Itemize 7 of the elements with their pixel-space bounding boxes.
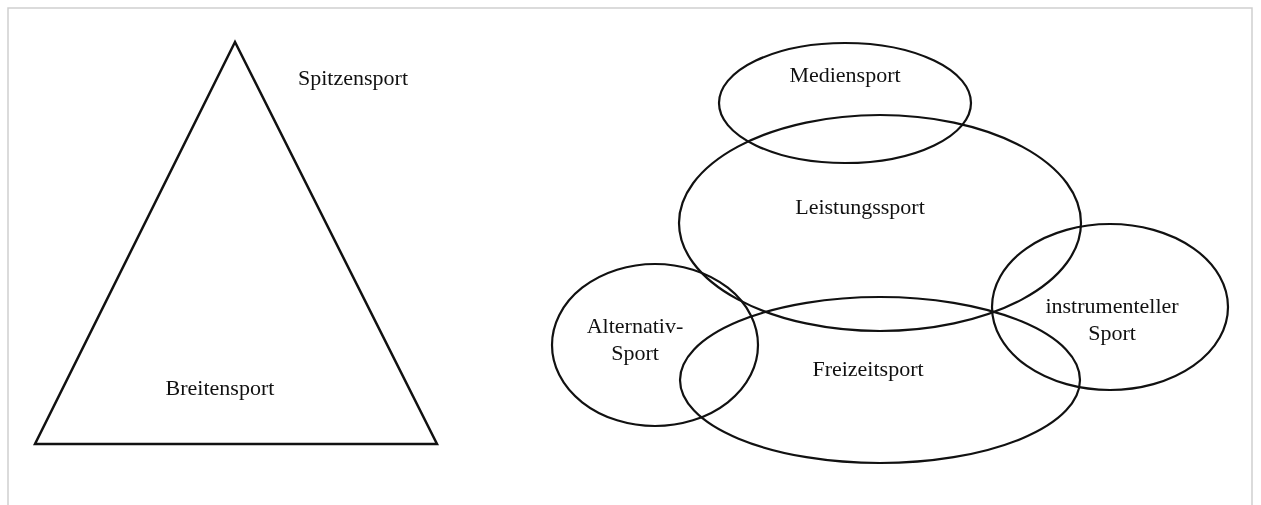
apex-label: Spitzensport	[297, 64, 409, 91]
node-label: Breitensport	[164, 374, 276, 401]
node-label: instrumenteller Sport	[1044, 292, 1180, 346]
node-label: Freizeitsport	[811, 355, 925, 382]
node-label: Leistungssport	[794, 193, 926, 220]
node-label: Mediensport	[788, 61, 902, 88]
node-label: Alternativ- Sport	[585, 312, 685, 366]
